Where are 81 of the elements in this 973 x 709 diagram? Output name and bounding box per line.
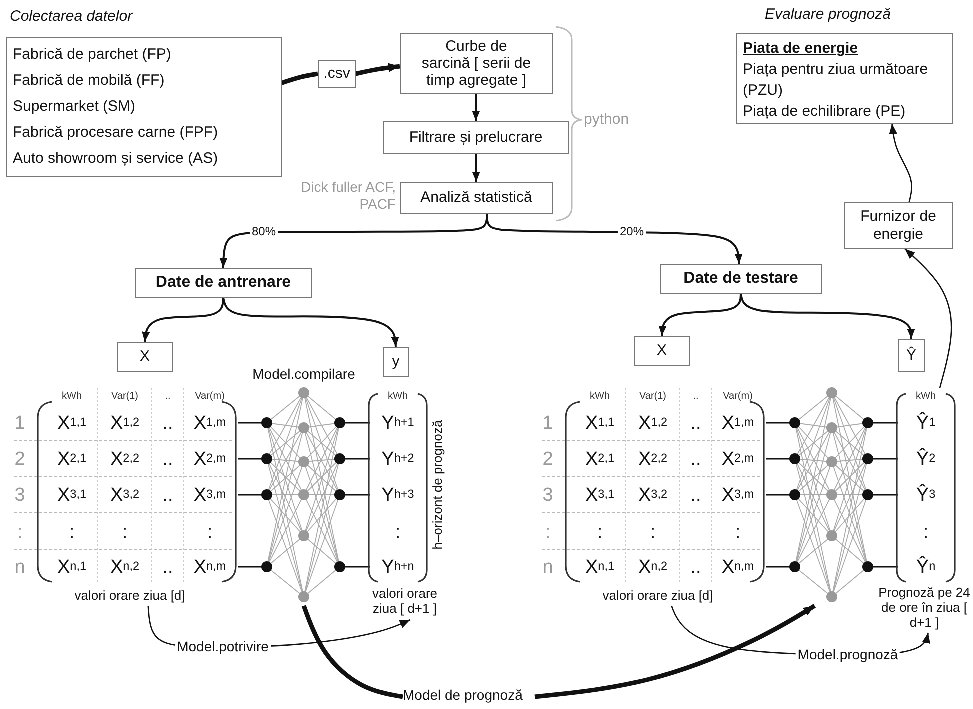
list-item: Auto showroom și service (AS) xyxy=(13,149,220,169)
matrix-cell-text: : xyxy=(68,520,76,544)
arrow xyxy=(534,604,816,700)
column-header: kWh xyxy=(61,390,83,404)
variable-box: y xyxy=(383,347,409,377)
edge-label: 20% xyxy=(618,225,646,239)
column-header: Var(m) xyxy=(194,390,226,404)
arrow xyxy=(356,63,400,76)
edge-label: 80% xyxy=(250,225,278,239)
arrow xyxy=(222,298,400,348)
process-box: Furnizor de energie xyxy=(844,202,953,249)
variable-box: X xyxy=(634,336,690,366)
variable-box: X xyxy=(117,342,173,372)
matrix-cell-text: : xyxy=(121,520,129,544)
arrow xyxy=(486,214,743,264)
arrow xyxy=(472,154,480,182)
matrix-cell-text: : xyxy=(206,520,214,544)
vector-cell-text: : xyxy=(394,520,402,544)
row-number: 2 xyxy=(14,448,26,471)
column-header: kWh xyxy=(915,390,937,404)
matrix-cell-text: .. xyxy=(690,448,702,472)
matrix-cell-text: .. xyxy=(162,484,174,508)
column-header: Var(1) xyxy=(638,390,668,404)
edge-label: Model.prognoză xyxy=(796,647,900,663)
row-number: 1 xyxy=(14,412,26,435)
arrow xyxy=(658,294,742,336)
list-item: Fabrică de mobilă (FF) xyxy=(13,71,166,91)
list-item: Fabrică de parchet (FP) xyxy=(13,45,172,65)
matrix-cell-text: : xyxy=(596,520,604,544)
row-number: 3 xyxy=(542,484,554,507)
arrow xyxy=(904,248,952,388)
column-header: .. xyxy=(692,390,700,404)
text-label: Model de prognoză xyxy=(403,687,524,705)
vector-cell-text: : xyxy=(922,520,930,544)
arrow xyxy=(740,294,916,340)
process-box: Analiză statistică xyxy=(400,182,553,214)
column-header: kWh xyxy=(589,390,611,404)
arrow xyxy=(889,124,913,202)
matrix-cell-text: : xyxy=(649,520,657,544)
matrix-cell-text: .. xyxy=(162,448,174,472)
matrix-cell-text: .. xyxy=(162,412,174,436)
variable-box: Ŷ xyxy=(898,339,925,372)
matrix-cell-text: .. xyxy=(162,556,174,580)
library-label: python xyxy=(584,111,630,129)
section-heading: Evaluare prognoză xyxy=(765,6,892,25)
row-number: : xyxy=(16,520,24,544)
row-number: 2 xyxy=(542,448,554,471)
column-header: .. xyxy=(164,390,172,404)
matrix-cell-text: .. xyxy=(690,556,702,580)
column-header: Var(1) xyxy=(110,390,140,404)
list-item: Piața pentru ziua următoare (PZU) xyxy=(743,60,930,101)
row-number: 3 xyxy=(14,484,26,507)
list-item: Supermarket (SM) xyxy=(13,97,137,117)
arrow xyxy=(142,298,224,342)
list-item: Piața de echilibrare (PE) xyxy=(743,102,907,122)
arrow xyxy=(472,94,480,122)
matrix-label: valori orare ziua [d] xyxy=(74,588,186,604)
row-number: n xyxy=(542,556,554,579)
matrix-cell-text: .. xyxy=(690,484,702,508)
column-header: Var(m) xyxy=(722,390,754,404)
data-box: Date de antrenare xyxy=(135,268,312,298)
process-box: Filtrare și prelucrare xyxy=(383,121,569,154)
list-heading: Piata de energie xyxy=(743,39,860,59)
matrix-cell-text: : xyxy=(734,520,742,544)
process-box: Curbe de sarcină [ serii de timp agregate ] xyxy=(400,33,553,94)
list-item: Fabrică procesare carne (FPF) xyxy=(13,123,220,143)
vector-label: Prognoză pe 24 de ore în ziua [ d+1 ] xyxy=(878,585,972,632)
section-heading: Colectarea datelor xyxy=(10,8,134,27)
row-number: : xyxy=(544,520,552,544)
edge-label: Model.potrivire xyxy=(175,639,271,655)
data-box: Date de testare xyxy=(660,264,822,294)
matrix-label: valori orare ziua [d] xyxy=(602,588,714,604)
column-header: kWh xyxy=(387,390,409,404)
vector-label: valori orare ziua [ d+1 ] xyxy=(371,586,439,618)
annotation: Model.compilare xyxy=(252,366,356,384)
axis-title: h–orizont de prognoză xyxy=(430,419,446,552)
row-number: 1 xyxy=(542,412,554,435)
matrix-cell-text: .. xyxy=(690,412,702,436)
file-box: .csv xyxy=(318,60,356,88)
annotation: Dick fuller ACF, PACF xyxy=(300,179,396,214)
row-number: n xyxy=(14,556,26,579)
